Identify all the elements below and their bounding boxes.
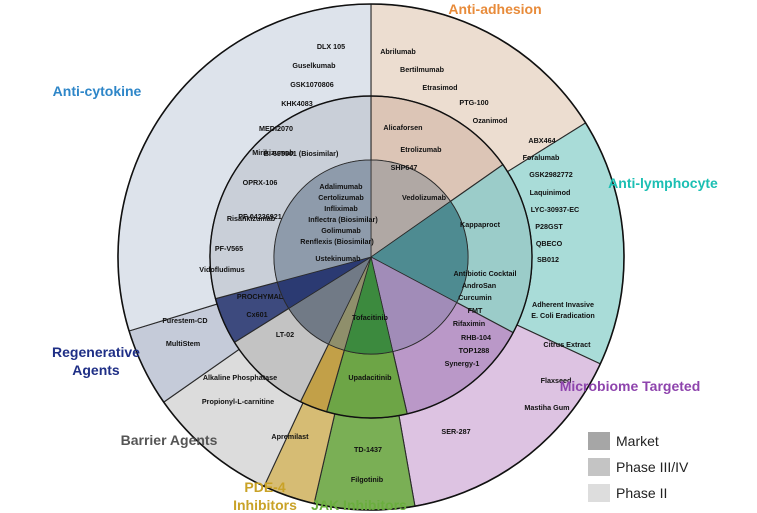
drug-anti-cytokine-phase2: MEDI2070 (259, 124, 293, 133)
drug-regenerative-phase2: MultiStem (166, 339, 200, 348)
drug-anti-cytokine-phase2: DLX 105 (317, 42, 345, 51)
drug-jak-phase3: Upadacitinib (348, 373, 392, 382)
drug-anti-cytokine-market: Adalimumab (319, 182, 363, 191)
drug-anti-cytokine-phase2: Mirikizumab (252, 148, 294, 157)
drug-anti-cytokine-market: Ustekinumab (315, 254, 361, 263)
drug-anti-adhesion-phase2: PTG-100 (459, 98, 488, 107)
drug-anti-cytokine-phase3: Risankizumab (227, 214, 276, 223)
legend-swatch-market (588, 432, 610, 450)
drug-anti-cytokine-phase2: GSK1070806 (290, 80, 334, 89)
drug-microbiome-phase3: Curcumin (458, 293, 492, 302)
drug-anti-adhesion-phase2: Abrilumab (380, 47, 416, 56)
legend-item-market: Market (588, 428, 688, 454)
drug-microbiome-phase2: Adherent Invasive (532, 300, 594, 309)
segment-anti-lymphocyte-market (370, 200, 469, 304)
legend-item-phase3: Phase III/IV (588, 454, 688, 480)
drug-jak-phase2: TD-1437 (354, 445, 382, 454)
legend-label-phase2: Phase II (616, 485, 668, 501)
drug-anti-adhesion-market: Vedolizumab (402, 193, 447, 202)
drug-anti-cytokine-phase2: KHK4083 (281, 99, 313, 108)
drug-anti-cytokine-market: Renflexis (Biosimilar) (300, 237, 374, 246)
drug-anti-cytokine-phase2: PF-V565 (215, 244, 243, 253)
drug-anti-cytokine-phase2: Guselkumab (292, 61, 336, 70)
ring-segments (117, 3, 625, 511)
drug-anti-lymphocyte-phase2: LYC-30937-EC (531, 205, 579, 214)
drug-anti-adhesion-phase3: Alicaforsen (383, 123, 422, 132)
drug-anti-adhesion-phase3: Etrolizumab (400, 145, 442, 154)
drug-anti-lymphocyte-phase2: Laquinimod (530, 188, 571, 197)
drug-regenerative-phase2: Furestem-CD (162, 316, 207, 325)
drug-anti-cytokine-phase2: OPRX-106 (243, 178, 278, 187)
legend-swatch-phase2 (588, 484, 610, 502)
drug-anti-adhesion-phase2: Bertilmumab (400, 65, 445, 74)
drug-regenerative-phase3: Cx601 (246, 310, 267, 319)
drug-anti-cytokine-market: Infliximab (324, 204, 358, 213)
drug-anti-lymphocyte-phase2: Foralumab (523, 153, 560, 162)
drug-jak-phase2: Filgotinib (351, 475, 384, 484)
drug-anti-lymphocyte-phase2: QBECO (536, 239, 563, 248)
drug-anti-cytokine-market: Golimumab (321, 226, 361, 235)
drug-barrier-phase3: LT-02 (276, 330, 294, 339)
segment-microbiome-market (370, 256, 458, 352)
drug-jak-market: Tofacitinib (352, 313, 388, 322)
drug-microbiome-phase2: E. Coli Eradication (531, 311, 595, 320)
legend: Market Phase III/IV Phase II (588, 428, 688, 506)
drug-anti-lymphocyte-phase3: Kappaproct (460, 220, 501, 229)
middle-ring-border (209, 95, 533, 419)
drug-microbiome-phase3: Antibiotic Cocktail (453, 269, 516, 278)
drug-microbiome-phase2: Citrus Extract (543, 340, 591, 349)
drug-labels: VedolizumabAlicaforsenEtrolizumabSHP647A… (162, 42, 594, 484)
drug-microbiome-phase3: FMT (468, 306, 483, 315)
drug-microbiome-phase3: Synergy-1 (445, 359, 480, 368)
drug-anti-lymphocyte-phase2: P28GST (535, 222, 563, 231)
segment-anti-cytokine-market (273, 159, 372, 283)
drug-microbiome-phase3: Rifaximin (453, 319, 485, 328)
category-title-anti-lymphocyte: Anti-lymphocyte (608, 175, 718, 191)
drug-pde4-phase2: Apremilast (271, 432, 309, 441)
legend-label-market: Market (616, 433, 659, 449)
outer-ring-border (117, 3, 625, 511)
category-title-barrier: Barrier Agents (121, 432, 218, 448)
drug-microbiome-phase2: Mastiha Gum (524, 403, 569, 412)
category-title-microbiome: Microbiome Targeted (560, 378, 701, 394)
drug-anti-adhesion-phase2: Etrasimod (422, 83, 457, 92)
segment-anti-adhesion-market (370, 159, 452, 258)
drug-anti-cytokine-phase3: BI 695501 (Biosimilar) (264, 149, 339, 158)
drug-anti-adhesion-phase2: Ozanimod (473, 116, 508, 125)
drug-microbiome-phase2: SER-287 (441, 427, 470, 436)
category-title-jak: JAK Inhibitors (311, 497, 407, 513)
legend-swatch-phase3 (588, 458, 610, 476)
category-title-anti-cytokine: Anti-cytokine (53, 83, 142, 99)
drug-barrier-phase2: Propionyl-L-carnitine (202, 397, 274, 406)
drug-anti-cytokine-phase2: PF-04236921 (238, 212, 282, 221)
drug-microbiome-phase3: TOP1288 (459, 346, 490, 355)
drug-regenerative-phase3: PROCHYMAL (237, 292, 284, 301)
legend-label-phase3: Phase III/IV (616, 459, 689, 475)
drug-microbiome-phase3: RHB-104 (461, 333, 491, 342)
drug-microbiome-phase2: Flaxseed (541, 376, 572, 385)
drug-anti-cytokine-phase2: Vidofludimus (199, 265, 244, 274)
drug-microbiome-phase3: AndroSan (462, 281, 496, 290)
drug-anti-cytokine-market: Certolizumab (318, 193, 364, 202)
drug-anti-lymphocyte-phase2: GSK2982772 (529, 170, 573, 179)
legend-item-phase2: Phase II (588, 480, 688, 506)
drug-anti-lymphocyte-phase2: SB012 (537, 255, 559, 264)
category-title-anti-adhesion: Anti-adhesion (448, 1, 541, 17)
drug-anti-adhesion-phase3: SHP647 (391, 163, 418, 172)
drug-barrier-phase2: Alkaline Phosphatase (203, 373, 277, 382)
drug-anti-lymphocyte-phase2: ABX464 (528, 136, 555, 145)
drug-anti-cytokine-market: Inflectra (Biosimilar) (308, 215, 378, 224)
